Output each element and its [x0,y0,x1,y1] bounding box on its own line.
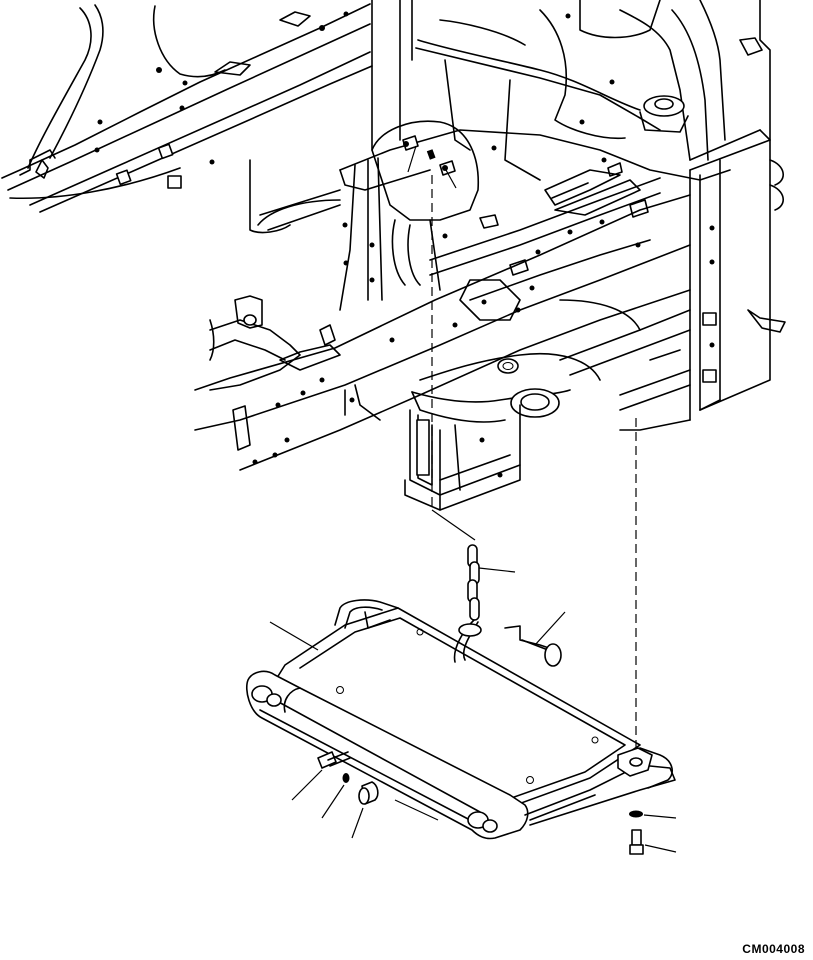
bolt-washer-bushing-set [292,752,378,838]
revolving-frame [195,0,785,510]
right-washer-bolt [629,810,676,855]
ring-pin [505,612,565,666]
left-side-panel [2,4,372,212]
upper-mount-bolts [403,136,456,188]
lock-pin-chain [455,545,515,662]
assembly-centerlines [432,175,636,760]
floor-frame [247,600,675,839]
drawing-code: CM004008 [742,942,805,956]
